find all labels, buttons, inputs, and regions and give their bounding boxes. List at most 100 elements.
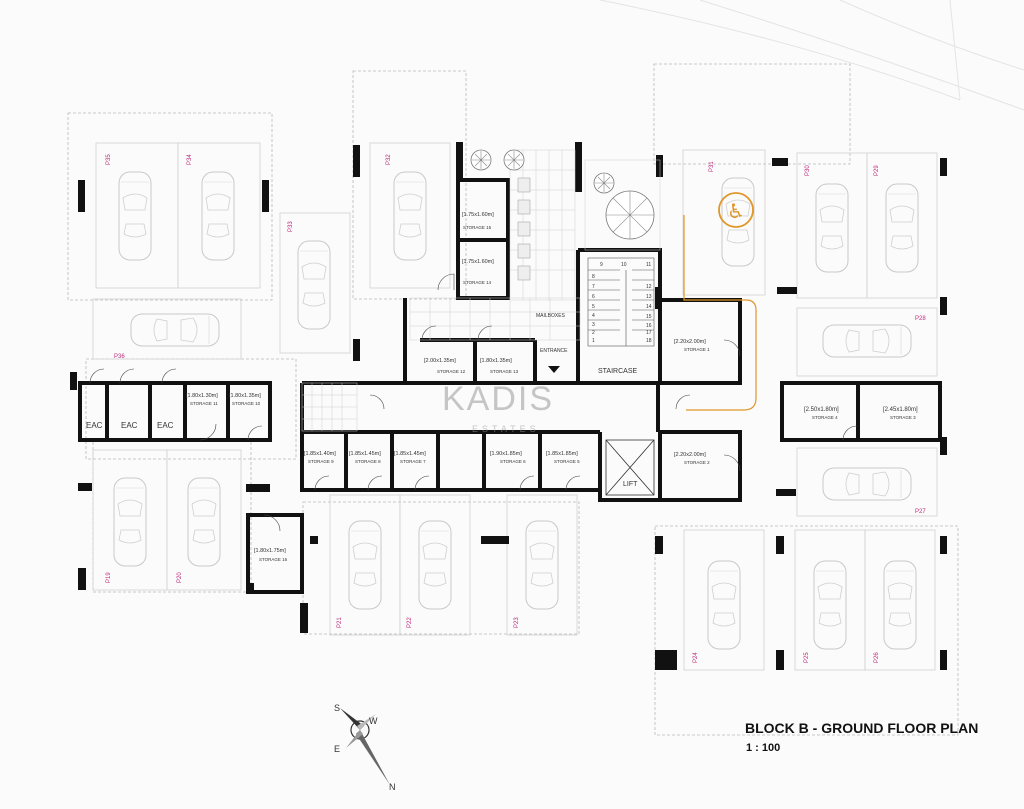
parking-label: P19 [106, 572, 112, 583]
storage-label: STORAGE 5 [554, 459, 580, 464]
storage-size: [1.80x1.75m] [254, 548, 286, 554]
parking-label: P35 [106, 154, 112, 165]
storage-label: STORAGE 14 [463, 280, 492, 285]
storage-labels: [1.75x1.60m] STORAGE 15 [1.75x1.60m] STO… [186, 212, 918, 562]
stair-number: 4 [592, 313, 595, 319]
storage-label: STORAGE 12 [437, 369, 466, 374]
parking-label: P23 [514, 617, 520, 628]
stair-number: 13 [646, 294, 652, 300]
lift-label: LIFT [623, 481, 638, 488]
storage-label: STORAGE 8 [355, 459, 381, 464]
stair-number: 1 [592, 338, 595, 344]
storage-label: STORAGE 16 [259, 557, 288, 562]
storage-label: STORAGE 15 [463, 225, 492, 230]
storage-size: [2.20x2.00m] [674, 452, 706, 458]
parking-label: P25 [804, 652, 810, 663]
eac-label: EAC [86, 421, 103, 430]
parking-label: P27 [915, 509, 926, 515]
storage-label: STORAGE 10 [232, 401, 261, 406]
stair-number: 3 [592, 322, 595, 328]
storage-size: [1.80x1.35m] [229, 393, 261, 399]
parking-label: P31 [709, 161, 715, 172]
storage-label: STORAGE 6 [500, 459, 526, 464]
stair-number: 10 [621, 262, 627, 268]
planter-box [517, 177, 531, 193]
wheelchair-icon: ♿ [727, 199, 745, 223]
stair-number: 11 [646, 262, 651, 268]
plan-title: BLOCK B - GROUND FLOOR PLAN [745, 720, 978, 736]
parking-label: P26 [874, 652, 880, 663]
mailboxes-label: MAILBOXES [536, 313, 566, 319]
stair-number: 12 [646, 284, 652, 290]
compass-e: E [334, 744, 340, 754]
storage-size: [1.85x1.45m] [394, 451, 426, 457]
planter-box [517, 221, 531, 237]
stair-numbers: 9 10 11 12 13 14 15 16 17 18 1 2 3 4 5 6… [592, 262, 652, 344]
planter-leaves [606, 191, 654, 239]
stair-number: 5 [592, 304, 595, 310]
plan-scale: 1 : 100 [746, 742, 780, 754]
compass-icon: S W E N [334, 703, 396, 792]
storage-label: STORAGE 11 [190, 401, 218, 406]
parking-label: P20 [177, 572, 183, 583]
compass-s: S [334, 703, 340, 713]
terrain-lines [599, 0, 1024, 111]
storage-label: STORAGE 7 [400, 459, 426, 464]
room-labels: STAIRCASE LIFT ENTRANCE MAILBOXES EAC EA… [86, 313, 638, 488]
parking-label: P32 [386, 154, 392, 165]
stair-number: 7 [592, 284, 595, 290]
parking-labels: P35 P34 P33 P32 P31 P30 P29 P28 P36 P27 … [106, 154, 926, 663]
accessible-route [683, 192, 757, 411]
stair-number: 6 [592, 294, 595, 300]
stair-number: 14 [646, 304, 652, 310]
storage-size: [1.85x1.40m] [304, 451, 336, 457]
columns [70, 142, 947, 670]
site-outlines [67, 63, 959, 736]
planters [470, 149, 655, 281]
storage-size: [1.85x1.85m] [546, 451, 578, 457]
storage-size: [2.00x1.35m] [424, 358, 456, 364]
storage-size: [1.75x1.60m] [462, 259, 494, 265]
storage-label: STORAGE 1 [684, 347, 710, 352]
storage-label: STORAGE 13 [490, 369, 519, 374]
parking-label: P21 [337, 617, 343, 628]
entrance-marker [548, 366, 560, 373]
stair-number: 15 [646, 314, 652, 320]
stair-number: 16 [646, 323, 652, 329]
compass-w: W [369, 716, 378, 726]
staircase-label: STAIRCASE [598, 368, 637, 375]
lift-shaft [605, 439, 655, 496]
stair-number: 9 [600, 262, 603, 268]
storage-size: [2.20x2.00m] [674, 339, 706, 345]
parking-label: P34 [187, 154, 193, 165]
storage-size: [2.50x1.80m] [804, 407, 839, 413]
storage-label: STORAGE 9 [308, 459, 334, 464]
storage-size: [1.80x1.35m] [480, 358, 512, 364]
parking-label: P30 [805, 165, 811, 176]
parking-label: P28 [915, 316, 926, 322]
storage-size: [1.75x1.60m] [462, 212, 494, 218]
storage-label: STORAGE 2 [684, 460, 710, 465]
storage-label: STORAGE 4 [812, 415, 838, 420]
storage-size: [1.80x1.30m] [186, 393, 218, 399]
planter-box [517, 243, 531, 259]
parking-label: P29 [874, 165, 880, 176]
door-swings [89, 273, 858, 532]
watermark-sub: ESTATES [472, 424, 540, 434]
planter-box [517, 199, 531, 215]
eac-label: EAC [121, 421, 138, 430]
storage-size: [2.45x1.80m] [883, 407, 918, 413]
staircase-steps [587, 257, 655, 347]
stair-number: 8 [592, 274, 595, 280]
planter-box [517, 265, 531, 281]
parking-bays [92, 142, 938, 671]
parking-label: P22 [407, 617, 413, 628]
eac-label: EAC [157, 421, 174, 430]
watermark-brand: KADIS [442, 380, 554, 418]
stair-number: 2 [592, 330, 595, 336]
parking-label: P33 [288, 221, 294, 232]
parking-label: P36 [114, 354, 125, 360]
storage-size: [1.85x1.45m] [349, 451, 381, 457]
compass-n: N [389, 782, 396, 792]
